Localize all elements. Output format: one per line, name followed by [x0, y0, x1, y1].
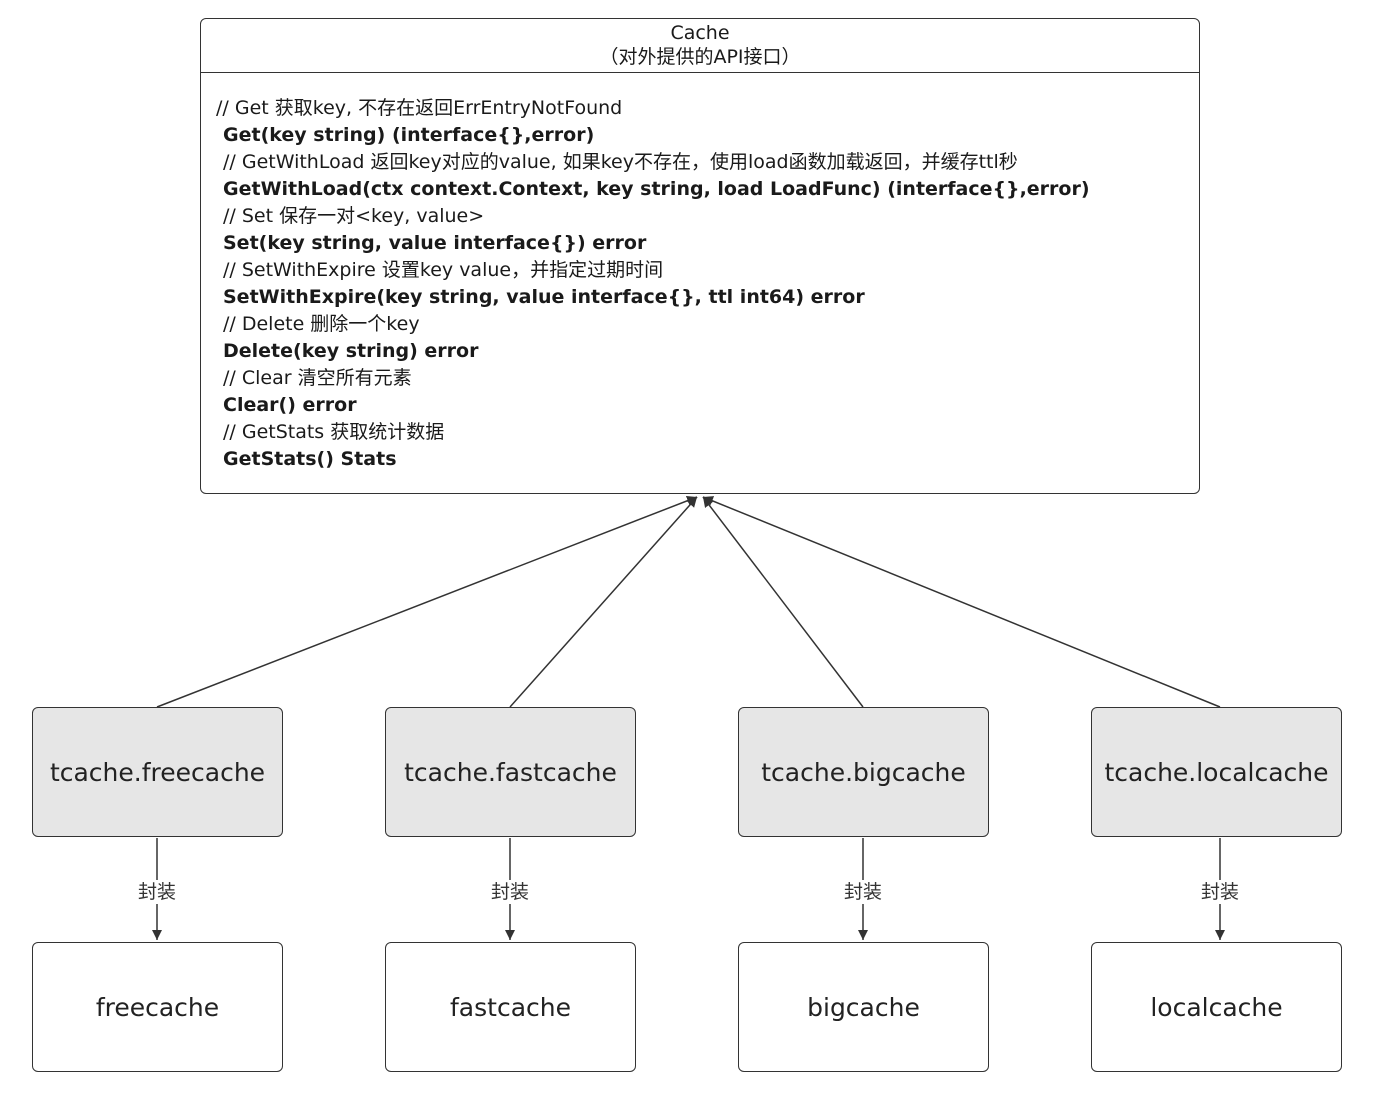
- wrapper-node-localcache: tcache.localcache: [1091, 707, 1342, 837]
- method-line: Clear() error: [223, 394, 357, 416]
- wrapper-node-bigcache: tcache.bigcache: [738, 707, 989, 837]
- method-line: // GetStats 获取统计数据: [223, 421, 445, 443]
- method-line: // Set 保存一对<key, value>: [223, 205, 485, 227]
- cache-subtitle: （对外提供的API接口）: [599, 46, 801, 68]
- method-line: Get(key string) (interface{},error): [223, 124, 595, 146]
- method-line: // Delete 删除一个key: [223, 313, 420, 335]
- cache-header: Cache （对外提供的API接口）: [201, 19, 1199, 73]
- backend-node-bigcache: bigcache: [738, 942, 989, 1072]
- edge-label-wrap: 封装: [838, 880, 888, 904]
- wrapper-node-freecache: tcache.freecache: [32, 707, 283, 837]
- edge-label-wrap: 封装: [485, 880, 535, 904]
- method-line: // SetWithExpire 设置key value，并指定过期时间: [223, 259, 664, 281]
- inherit-edge-bigcache: [702, 496, 864, 708]
- cache-methods: // Get 获取key, 不存在返回ErrEntryNotFound Get(…: [201, 73, 1199, 473]
- method-line: GetWithLoad(ctx context.Context, key str…: [223, 178, 1090, 200]
- backend-node-freecache: freecache: [32, 942, 283, 1072]
- edge-label-wrap: 封装: [132, 880, 182, 904]
- method-line: // GetWithLoad 返回key对应的value, 如果key不存在，使…: [223, 151, 1018, 173]
- method-line: Set(key string, value interface{}) error: [223, 232, 647, 254]
- method-line: // Get 获取key, 不存在返回ErrEntryNotFound: [216, 97, 623, 119]
- inherit-edge-fastcache: [509, 496, 698, 708]
- edge-label-wrap: 封装: [1195, 880, 1245, 904]
- method-line: GetStats() Stats: [223, 448, 397, 470]
- cache-title: Cache: [670, 22, 730, 44]
- method-line: // Clear 清空所有元素: [223, 367, 412, 389]
- backend-node-fastcache: fastcache: [385, 942, 636, 1072]
- method-line: Delete(key string) error: [223, 340, 479, 362]
- inherit-edge-freecache: [156, 495, 698, 708]
- cache-interface-box: Cache （对外提供的API接口） // Get 获取key, 不存在返回Er…: [200, 18, 1200, 494]
- inherit-edge-localcache: [702, 496, 1221, 708]
- method-line: SetWithExpire(key string, value interfac…: [223, 286, 865, 308]
- wrapper-node-fastcache: tcache.fastcache: [385, 707, 636, 837]
- backend-node-localcache: localcache: [1091, 942, 1342, 1072]
